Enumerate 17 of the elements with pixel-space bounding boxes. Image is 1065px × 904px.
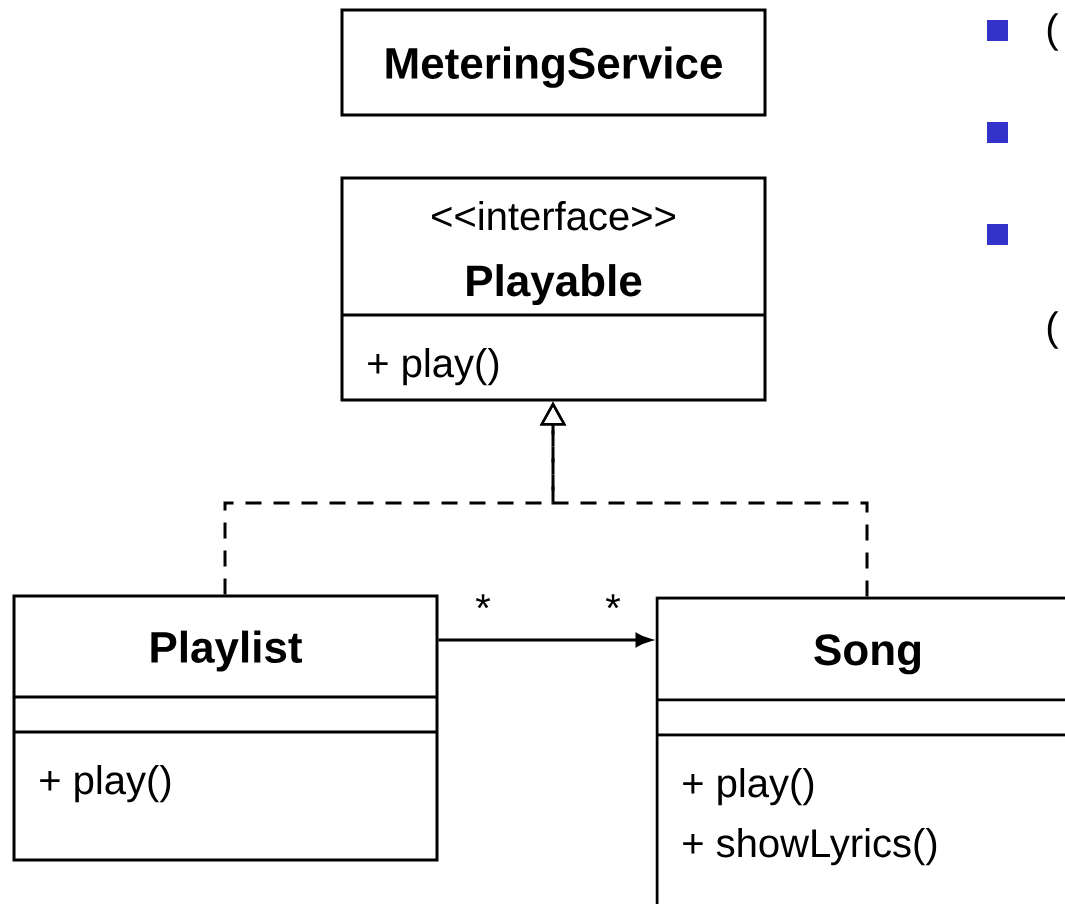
class-box [340, 8, 767, 117]
class-box [340, 176, 767, 402]
class-name: Playable [467, 264, 642, 306]
class-box [12, 594, 439, 862]
multiplicity-label: * [475, 594, 491, 609]
stereotype-label: <<interface>> [432, 201, 675, 231]
method-label: + showLyrics() [683, 828, 937, 866]
method-label: + play() [368, 348, 499, 386]
method-label: + play() [40, 765, 171, 803]
multiplicity-label: * [605, 594, 621, 609]
class-name: Playlist [151, 630, 302, 672]
class-name: Song [814, 634, 921, 675]
class-box [655, 596, 1065, 904]
parenthesis-text: ( [1047, 13, 1059, 51]
parenthesis-text: ( [1047, 311, 1059, 349]
class-name: MeteringService [386, 46, 722, 88]
method-label: + play() [683, 768, 814, 806]
